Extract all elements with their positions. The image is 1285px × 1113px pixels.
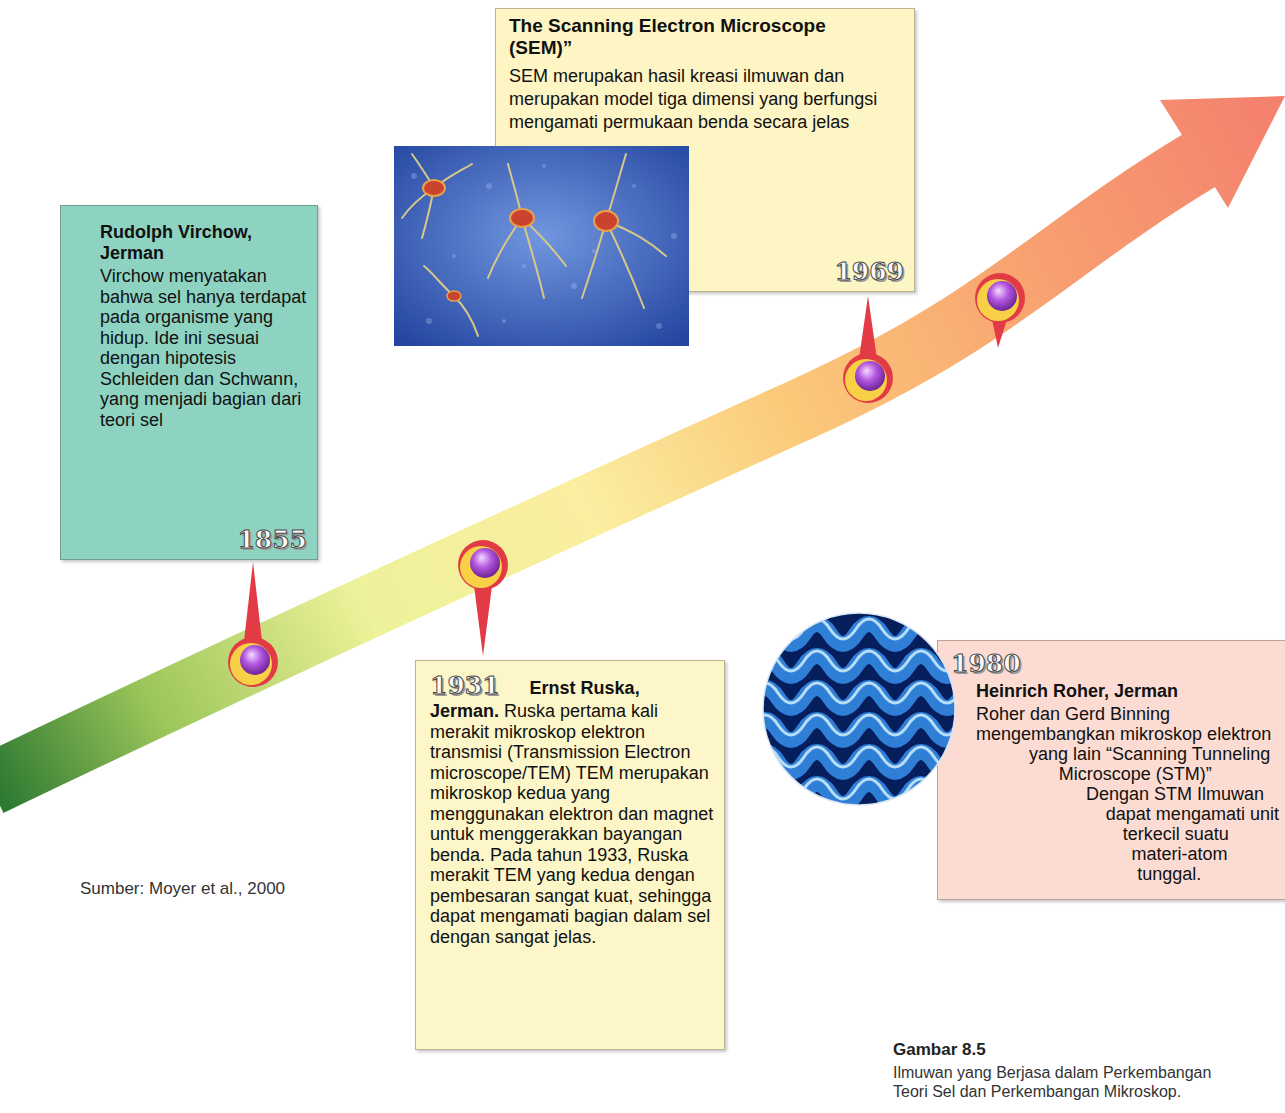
stm-image [762,612,956,806]
pin-ring [460,546,502,588]
text-box: 1931Ernst Ruska, Jerman.Ruska pertama ka… [415,660,725,1050]
micrograph-filaments [402,154,666,336]
pin-ring [843,353,893,403]
source-note: Sumber: Moyer et al., 2000 [80,879,400,899]
pin-ring [228,637,278,687]
microscope-name: The Scanning Electron Microscope (SEM)” [509,15,854,59]
year-label: 1931 [430,671,500,701]
micrograph-ground [394,146,689,346]
year-label: 1855 [237,525,307,555]
pin-dot [987,281,1017,311]
pin-dot [240,645,270,675]
stm-rim [763,613,955,805]
scientist-name: Heinrich Roher, Jerman [976,681,1279,702]
micrograph-texture [411,164,677,329]
timeline-pin [228,562,278,687]
year-label: 1969 [834,257,904,287]
pin-ring [230,643,272,685]
description-text: SEM merupakan hasil kreasi ilmuwan dan m… [509,65,904,134]
text-box: Rudolph Virchow, JermanVirchow menyataka… [60,205,318,560]
figure-caption: Ilmuwan yang Berjasa dalam Perkembangan … [893,1063,1213,1101]
text-wrap-spacer [976,704,1146,944]
micrograph-cells [423,180,618,301]
description-text: Roher dan Gerd Binning mengembangkan mik… [976,704,1279,884]
atom-surface [762,612,956,806]
figure-number: Gambar 8.5 [893,1040,1223,1060]
description-text: Virchow menyatakan bahwa sel hanya terda… [100,266,309,430]
description-text: Ruska pertama kali merakit mikroskop ele… [430,701,713,947]
timeline-arrowhead [1160,96,1285,208]
text-box: The Scanning Electron Microscope (SEM)” S… [495,8,915,292]
pin-ring [977,279,1019,321]
scientist-name: Rudolph Virchow, Jerman [100,222,309,264]
pin-dot [470,548,500,578]
text-box: 1980Heinrich Roher, JermanRoher dan Gerd… [937,640,1285,900]
pin-pointer [243,562,263,650]
text-wrap-spacer [509,65,703,346]
pin-ring [458,540,508,590]
timeline-pin [843,296,893,403]
pin-dot [855,361,885,391]
year-label: 1980 [951,649,1279,679]
sem-micrograph [394,146,689,346]
timeline-pin [975,273,1025,348]
pin-ring [975,273,1025,323]
timeline-pin [458,540,508,656]
pin-ring [845,359,887,401]
